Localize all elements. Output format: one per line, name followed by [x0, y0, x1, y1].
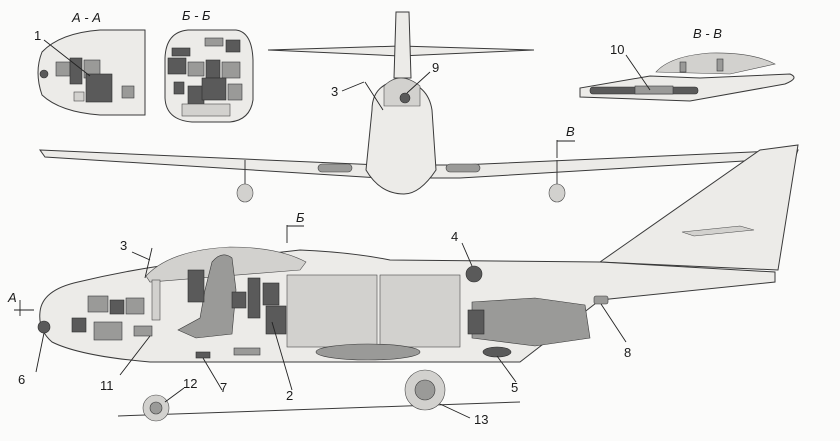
callout-1: 1	[34, 28, 41, 43]
section-a-a	[37, 29, 146, 116]
section-v-v-title: В - В	[693, 26, 722, 41]
section-b-b	[164, 29, 254, 123]
marker-v: В	[556, 124, 575, 158]
marker-b: Б	[286, 210, 305, 243]
marker-a-label: А	[7, 290, 17, 305]
callout-8: 8	[624, 345, 631, 360]
callout-3-front: 3	[331, 84, 338, 99]
section-v-v	[579, 52, 795, 102]
front-view	[38, 11, 799, 203]
callout-7: 7	[220, 380, 227, 395]
section-b-b-title: Б - Б	[182, 8, 211, 23]
section-a-a-title: А - А	[71, 10, 101, 25]
callouts: 1 2 3 3 4 5 6 7 8 9 10 11 12 13	[18, 28, 651, 427]
marker-a: А	[7, 290, 34, 316]
callout-13: 13	[474, 412, 488, 427]
callout-3-side: 3	[120, 238, 127, 253]
callout-6: 6	[18, 372, 25, 387]
callout-4: 4	[451, 229, 458, 244]
marker-b-label: Б	[296, 210, 305, 225]
callout-5: 5	[511, 380, 518, 395]
callout-2: 2	[286, 388, 293, 403]
side-view	[37, 144, 799, 422]
callout-9: 9	[432, 60, 439, 75]
marker-v-label: В	[566, 124, 575, 139]
callout-10: 10	[610, 42, 624, 57]
callout-11: 11	[100, 378, 114, 393]
callout-12: 12	[183, 376, 197, 391]
